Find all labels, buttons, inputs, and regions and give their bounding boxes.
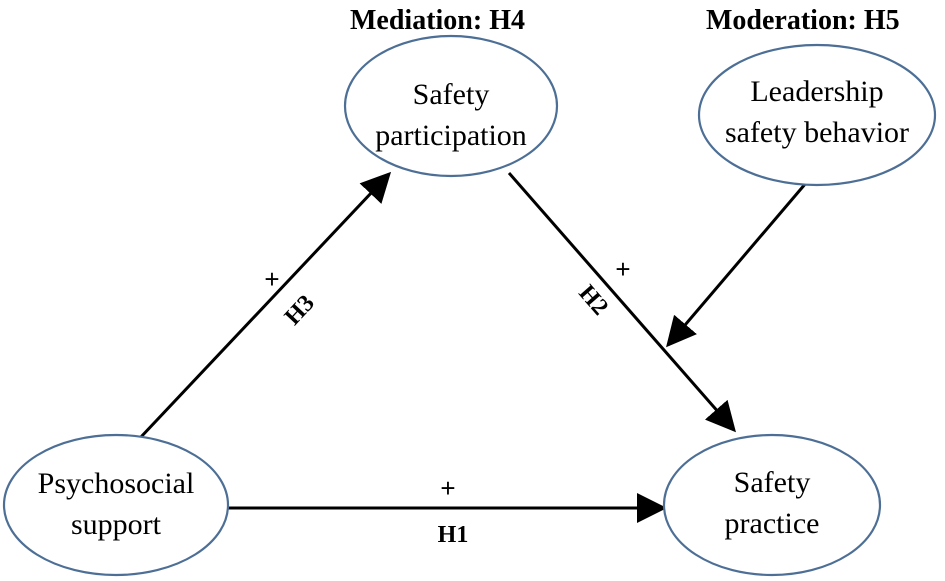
node-leadership-safety-behavior-shape (697, 43, 937, 187)
node-psychosocial-support-line-1: Psychosocial (38, 467, 195, 500)
node-safety-participation-shape (343, 34, 559, 178)
edge-moderation-arrow (666, 182, 808, 348)
edge-h3-sign: + (264, 264, 279, 294)
node-psychosocial-support: Psychosocial support (2, 433, 230, 577)
node-safety-practice: Safety practice (662, 433, 882, 577)
mediation-heading: Mediation: H4 (350, 5, 525, 36)
edge-h3-arrow (138, 171, 392, 440)
node-leadership-safety-behavior-line-1: Leadership (750, 75, 883, 108)
node-safety-participation-line-2: participation (375, 119, 527, 152)
node-safety-practice-shape (662, 433, 882, 577)
node-leadership-safety-behavior-line-2: safety behavior (725, 116, 909, 149)
node-safety-practice-line-1: Safety (734, 466, 811, 499)
node-safety-participation-line-1: Safety (413, 78, 490, 111)
edge-h3-label: H3 (280, 290, 320, 330)
moderation-heading: Moderation: H5 (706, 5, 900, 36)
edge-h1-label: H1 (438, 522, 469, 548)
edge-h2-sign: + (615, 254, 630, 284)
node-psychosocial-support-shape (2, 433, 230, 577)
node-leadership-safety-behavior: Leadership safety behavior (697, 43, 937, 187)
node-psychosocial-support-line-2: support (71, 508, 162, 541)
edge-h1-sign: + (440, 473, 455, 503)
node-safety-participation: Safety participation (343, 34, 559, 178)
node-safety-practice-line-2: practice (725, 507, 820, 540)
edge-h2-arrow (507, 172, 736, 433)
